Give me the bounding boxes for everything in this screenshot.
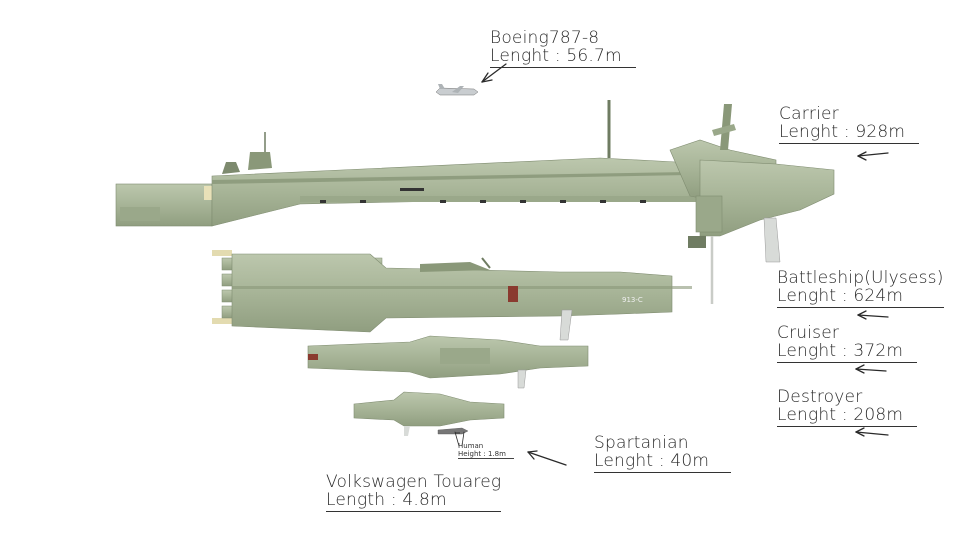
carrier-label: Carrier Lenght : 928m bbox=[779, 104, 920, 144]
destroyer-name: Destroyer bbox=[777, 387, 863, 407]
battleship-ship: 913-C bbox=[212, 250, 692, 341]
touareg-label: Volkswagen Touareg Length : 4.8m bbox=[326, 472, 502, 512]
spartanian-arrow bbox=[527, 450, 567, 466]
battleship-name: Battleship(Ulysess) bbox=[777, 268, 944, 288]
spartanian-name: Spartanian bbox=[594, 433, 689, 453]
battleship-label: Battleship(Ulysess) Lenght : 624m bbox=[777, 268, 944, 308]
cruiser-length: Lenght : 372m bbox=[777, 342, 918, 363]
cruiser-label: Cruiser Lenght : 372m bbox=[777, 323, 918, 363]
battleship-length: Lenght : 624m bbox=[777, 287, 944, 308]
battleship-arrow bbox=[857, 310, 889, 320]
hull-marking: 913-C bbox=[622, 296, 643, 304]
cruiser-ship bbox=[307, 335, 589, 389]
destroyer-arrow bbox=[855, 427, 889, 437]
destroyer-length: Lenght : 208m bbox=[777, 406, 918, 427]
destroyer-label: Destroyer Lenght : 208m bbox=[777, 387, 918, 427]
spartanian-craft bbox=[437, 427, 469, 435]
destroyer-ship bbox=[353, 391, 505, 436]
carrier-ship bbox=[115, 100, 835, 304]
spartanian-label: Spartanian Lenght : 40m bbox=[594, 433, 732, 473]
boeing-label: Boeing787-8 Lenght : 56.7m bbox=[490, 28, 636, 68]
human-arrow bbox=[454, 431, 465, 447]
cruiser-arrow bbox=[855, 364, 887, 374]
touareg-silhouette bbox=[455, 432, 460, 434]
carrier-name: Carrier bbox=[779, 104, 839, 124]
boeing-length: Lenght : 56.7m bbox=[490, 47, 636, 68]
touareg-name: Volkswagen Touareg bbox=[326, 472, 502, 492]
spartanian-length: Lenght : 40m bbox=[594, 452, 732, 473]
cruiser-name: Cruiser bbox=[777, 323, 840, 343]
human-label: Human Height : 1.8m bbox=[458, 442, 514, 460]
touareg-length: Length : 4.8m bbox=[326, 491, 502, 512]
carrier-length: Lenght : 928m bbox=[779, 123, 920, 144]
human-height: Height : 1.8m bbox=[458, 450, 514, 460]
carrier-arrow bbox=[857, 151, 889, 161]
human-name: Human bbox=[458, 442, 484, 450]
boeing-787-silhouette bbox=[435, 84, 479, 96]
boeing-name: Boeing787-8 bbox=[490, 28, 600, 48]
